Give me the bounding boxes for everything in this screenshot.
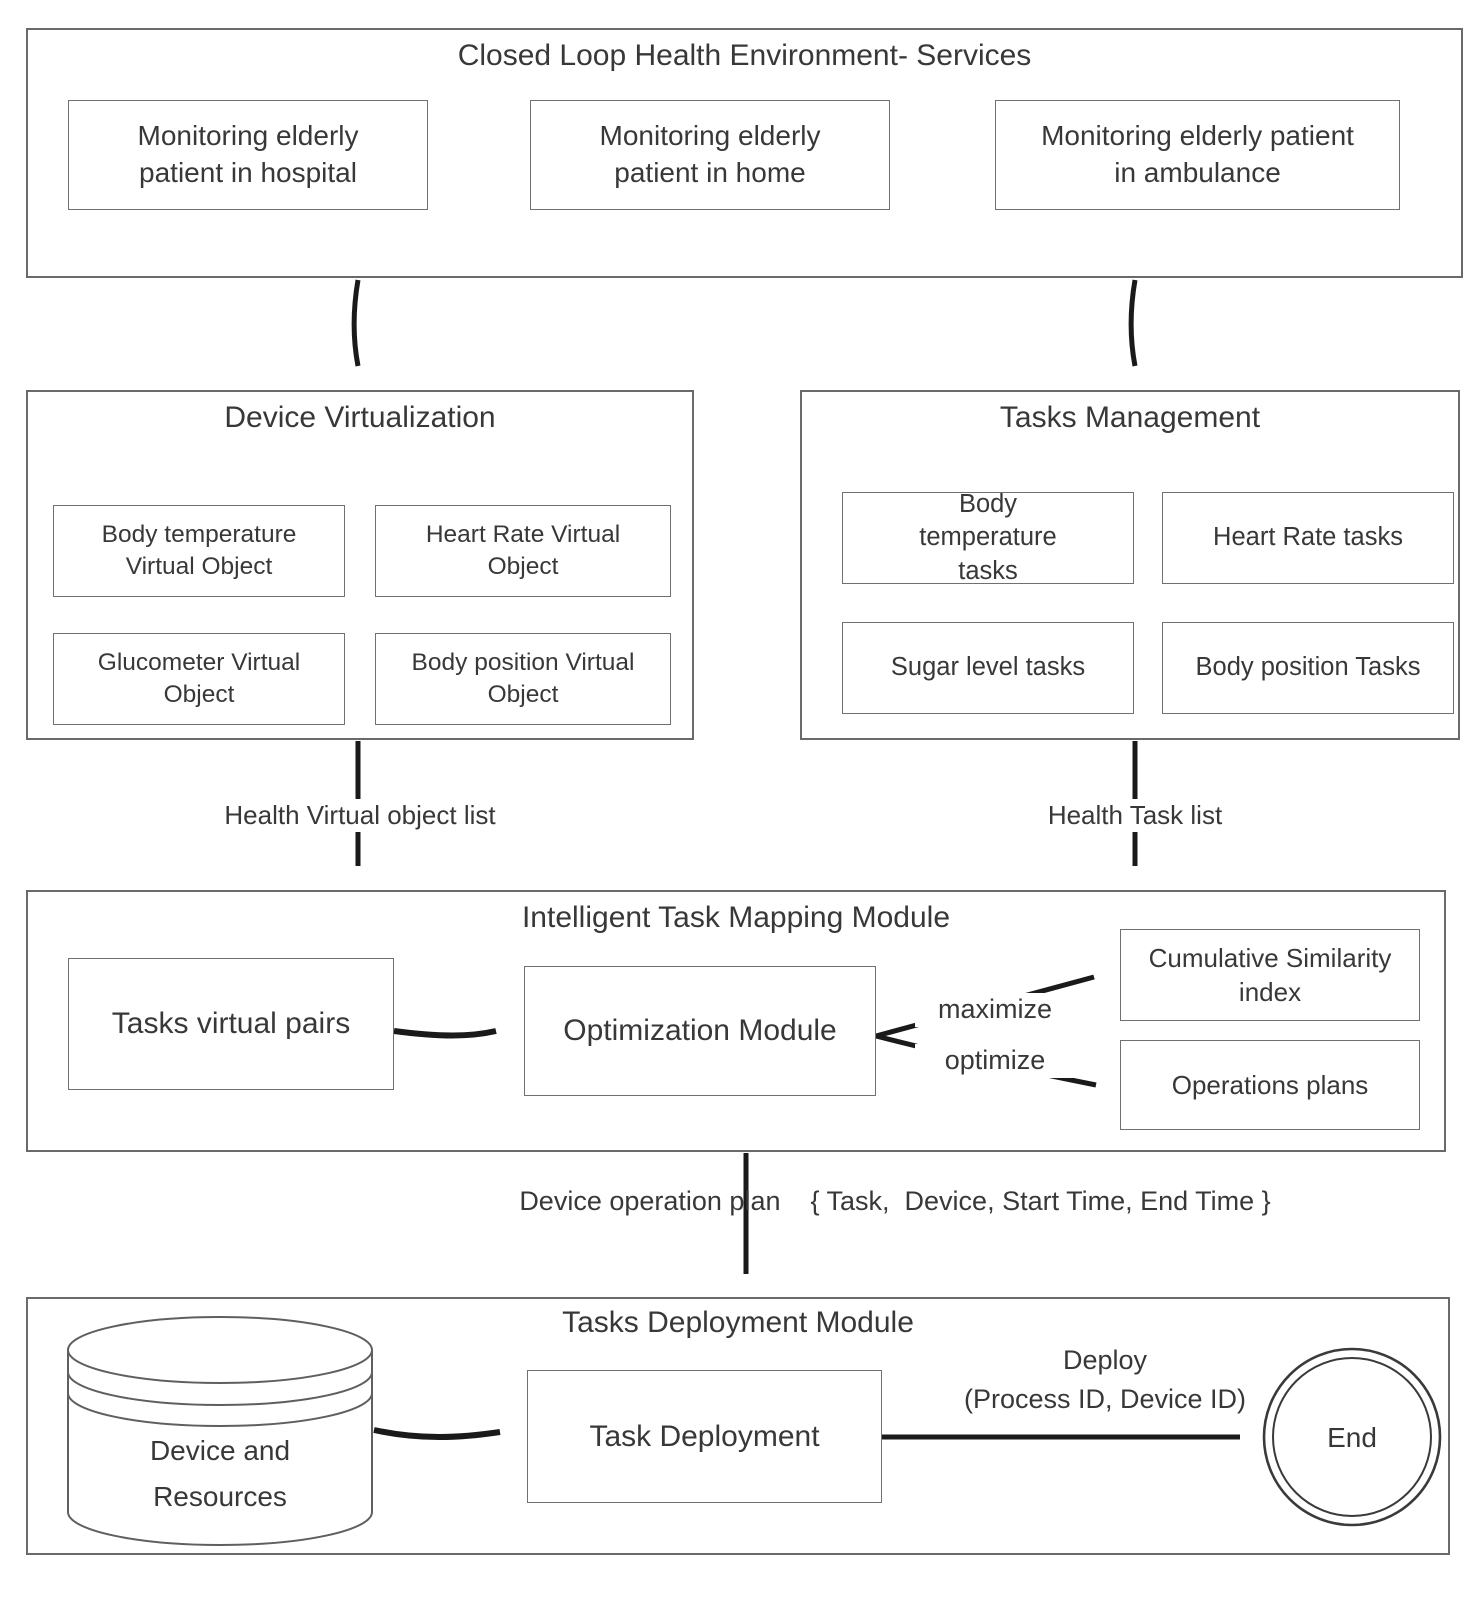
arrow-services-to-tasks-management [1128, 279, 1138, 367]
virtual-object-heart-rate: Heart Rate Virtual Object [375, 505, 671, 597]
tasks-virtual-pairs-box: Tasks virtual pairs [68, 958, 394, 1090]
health-task-list-label: Health Task list [1035, 799, 1235, 832]
cumulative-similarity-index-box: Cumulative Similarity index [1120, 929, 1420, 1021]
device-virtualization-title: Device Virtualization [224, 401, 496, 434]
cylinder-top [67, 1316, 373, 1384]
health-virtual-object-list-label: Health Virtual object list [208, 799, 512, 832]
optimization-module-box: Optimization Module [524, 966, 876, 1096]
task-mapping-title: Intelligent Task Mapping Module [521, 901, 951, 934]
optimize-label: optimize [915, 1044, 1075, 1078]
database-cylinder-icon [67, 1316, 373, 1546]
task-body-position: Body position Tasks [1162, 622, 1454, 714]
arrow-pairs-to-optimization [393, 1028, 497, 1039]
end-inner-circle [1272, 1357, 1432, 1517]
task-heart-rate: Heart Rate tasks [1162, 492, 1454, 584]
tasks-management-title: Tasks Management [999, 401, 1261, 434]
device-operation-plan-label: Device operation plan { Task, Device, St… [519, 1186, 1271, 1216]
end-terminator-icon [1262, 1347, 1442, 1527]
deploy-label: Deploy [1062, 1345, 1148, 1375]
flow-arrows [351, 279, 1240, 1440]
virtual-object-glucometer: Glucometer Virtual Object [53, 633, 345, 725]
task-deployment-box: Task Deployment [527, 1370, 882, 1503]
device-resources-label: Device and Resources [149, 1435, 291, 1513]
service-monitoring-home: Monitoring elderly patient in home [530, 100, 890, 210]
service-monitoring-hospital: Monitoring elderly patient in hospital [68, 100, 428, 210]
deploy-params-label: (Process ID, Device ID) [963, 1384, 1247, 1414]
cylinder-body [67, 1350, 373, 1546]
tasks-deployment-title: Tasks Deployment Module [562, 1306, 914, 1339]
virtual-object-body-position: Body position Virtual Object [375, 633, 671, 725]
end-outer-circle [1262, 1347, 1442, 1527]
maximize-label: maximize [915, 993, 1075, 1027]
arrow-resources-to-deployment [373, 1427, 501, 1440]
service-monitoring-ambulance: Monitoring elderly patient in ambulance [995, 100, 1400, 210]
task-body-temperature: Body temperature tasks [842, 490, 1134, 585]
task-sugar-level: Sugar level tasks [842, 622, 1134, 714]
end-label: End [1327, 1422, 1377, 1453]
operations-plans-box: Operations plans [1120, 1040, 1420, 1130]
closed-loop-title: Closed Loop Health Environment- Services [457, 39, 1032, 72]
cylinder-ring-2 [67, 1371, 373, 1406]
cylinder-ring-3 [67, 1392, 373, 1427]
arrow-services-to-device-virtualization [351, 279, 361, 367]
virtual-object-body-temperature: Body temperature Virtual Object [53, 505, 345, 597]
